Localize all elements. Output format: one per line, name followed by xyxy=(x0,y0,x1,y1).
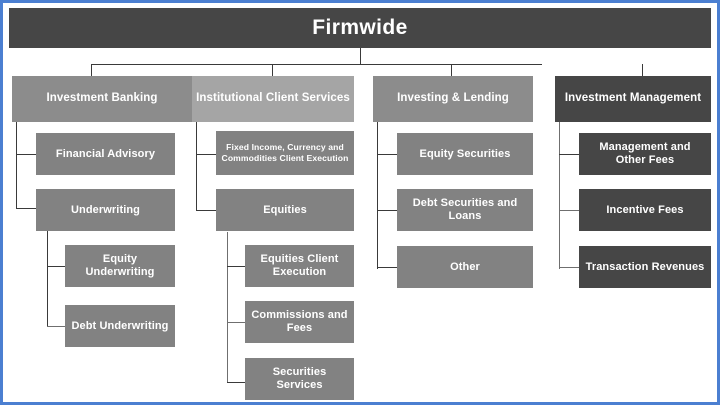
connector-col4-to-transaction-revenues xyxy=(559,267,579,268)
node-incentive-fees-label: Incentive Fees xyxy=(606,203,684,216)
connector-col1-to-underwriting xyxy=(16,208,36,209)
connector-equities-to-client-execution xyxy=(227,266,245,267)
node-firmwide[interactable]: Firmwide xyxy=(9,8,711,48)
node-investment-management-label: Investment Management xyxy=(564,92,702,105)
node-investment-banking-label: Investment Banking xyxy=(46,92,158,105)
node-equity-securities-label: Equity Securities xyxy=(419,147,511,160)
connector-col3-spine xyxy=(377,122,378,269)
node-underwriting-label: Underwriting xyxy=(70,203,141,216)
node-commissions-and-fees[interactable]: Commissions and Fees xyxy=(245,301,354,343)
node-firmwide-label: Firmwide xyxy=(312,15,408,39)
connector-col3-to-debt-securities xyxy=(377,210,397,211)
node-investing-and-lending[interactable]: Investing & Lending xyxy=(373,76,533,122)
node-equities-client-execution-label: Equities Client Execution xyxy=(260,253,339,278)
node-institutional-client-services[interactable]: Institutional Client Services xyxy=(192,76,354,122)
node-other[interactable]: Other xyxy=(397,246,533,288)
connector-col2-to-ficc xyxy=(196,154,216,155)
node-financial-advisory-label: Financial Advisory xyxy=(55,147,156,160)
connector-underwriting-to-debt xyxy=(47,326,65,327)
connector-drop-col4 xyxy=(642,64,643,76)
diagram-canvas: Firmwide Investment Banking Financial Ad… xyxy=(3,3,717,402)
connector-drop-col3 xyxy=(451,64,452,76)
node-securities-services[interactable]: Securities Services xyxy=(245,358,354,400)
connector-root-bus xyxy=(91,64,542,65)
node-securities-services-label: Securities Services xyxy=(272,366,327,391)
node-investment-banking[interactable]: Investment Banking xyxy=(12,76,192,122)
connector-equities-to-securities-services xyxy=(227,382,245,383)
connector-col4-spine xyxy=(559,122,560,269)
connector-col4-to-incentive-fees xyxy=(559,210,579,211)
connector-drop-col2 xyxy=(272,64,273,76)
node-transaction-revenues-label: Transaction Revenues xyxy=(585,260,705,273)
node-institutional-client-services-label: Institutional Client Services xyxy=(196,92,350,105)
node-transaction-revenues[interactable]: Transaction Revenues xyxy=(579,246,711,288)
node-other-label: Other xyxy=(450,260,480,273)
connector-col2-spine xyxy=(196,122,197,210)
node-equity-securities[interactable]: Equity Securities xyxy=(397,133,533,175)
connector-col3-to-other xyxy=(377,267,397,268)
node-debt-securities-and-loans[interactable]: Debt Securities and Loans xyxy=(397,189,533,231)
connector-col1-spine xyxy=(16,122,17,208)
node-financial-advisory[interactable]: Financial Advisory xyxy=(36,133,175,175)
connector-root-stem xyxy=(360,48,361,64)
node-debt-underwriting[interactable]: Debt Underwriting xyxy=(65,305,175,347)
node-debt-underwriting-label: Debt Underwriting xyxy=(71,319,169,332)
node-debt-securities-and-loans-label: Debt Securities and Loans xyxy=(412,197,518,222)
connector-col4-to-management-fees xyxy=(559,154,579,155)
node-underwriting[interactable]: Underwriting xyxy=(36,189,175,231)
node-equities-label: Equities xyxy=(263,203,307,216)
node-management-and-other-fees-label: Management and Other Fees xyxy=(599,141,691,166)
node-equities-client-execution[interactable]: Equities Client Execution xyxy=(245,245,354,287)
connector-equities-to-commissions xyxy=(227,322,245,323)
node-investing-and-lending-label: Investing & Lending xyxy=(397,92,509,105)
connector-underwriting-to-equity xyxy=(47,266,65,267)
node-ficc-client-execution[interactable]: Fixed Income, Currency and Commodities C… xyxy=(216,131,354,175)
node-investment-management[interactable]: Investment Management xyxy=(555,76,711,122)
node-management-and-other-fees[interactable]: Management and Other Fees xyxy=(579,133,711,175)
node-equity-underwriting-label: Equity Underwriting xyxy=(85,253,155,278)
node-incentive-fees[interactable]: Incentive Fees xyxy=(579,189,711,231)
connector-col1-to-financial-advisory xyxy=(16,154,36,155)
connector-underwriting-spine xyxy=(47,230,48,326)
node-equities[interactable]: Equities xyxy=(216,189,354,231)
connector-col3-to-equity-securities xyxy=(377,154,397,155)
node-equity-underwriting[interactable]: Equity Underwriting xyxy=(65,245,175,287)
connector-equities-spine xyxy=(227,232,228,383)
node-commissions-and-fees-label: Commissions and Fees xyxy=(251,309,348,334)
connector-col2-to-equities xyxy=(196,210,216,211)
node-ficc-client-execution-label: Fixed Income, Currency and Commodities C… xyxy=(221,142,349,163)
connector-drop-col1 xyxy=(91,64,92,76)
